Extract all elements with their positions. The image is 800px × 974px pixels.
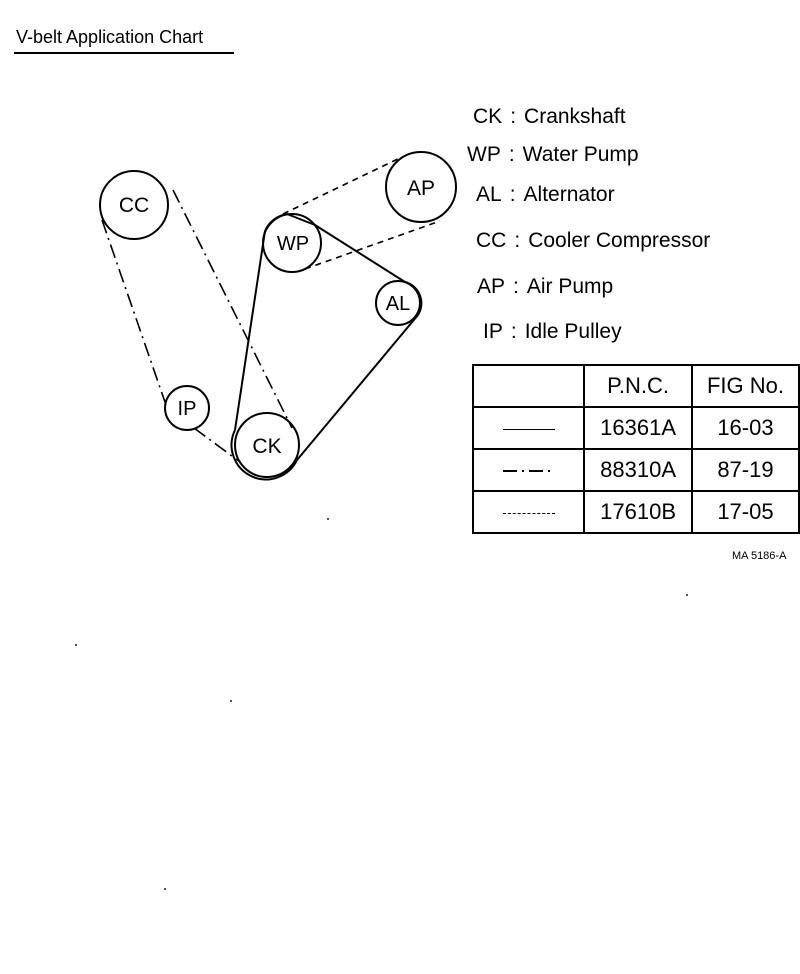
legend-name: Air Pump — [526, 275, 614, 298]
table-row: 16361A 16-03 — [471, 406, 800, 450]
belt-dashed — [282, 156, 441, 270]
scan-speck — [686, 594, 688, 596]
legend-item-ap: AP:Air Pump — [477, 275, 614, 298]
legend-abbr: CK — [473, 105, 503, 128]
label-ap: AP — [407, 177, 435, 200]
legend-item-cc: CC:Cooler Compressor — [476, 229, 711, 252]
legend-abbr: WP — [467, 143, 501, 166]
reference-code: MA 5186-A — [732, 550, 787, 562]
legend-item-ck: CK:Crankshaft — [473, 105, 626, 128]
label-ck: CK — [252, 435, 281, 458]
legend-abbr: AP — [477, 275, 506, 298]
dashdot-line-sample — [502, 470, 555, 473]
scan-speck — [230, 700, 232, 702]
label-wp: WP — [277, 233, 309, 255]
legend-item-wp: WP:Water Pump — [467, 143, 639, 166]
legend-item-al: AL:Alternator — [476, 183, 615, 206]
label-cc: CC — [119, 194, 149, 217]
fig-cell: 17-05 — [690, 490, 800, 534]
legend-name: Water Pump — [522, 143, 639, 166]
label-ip: IP — [178, 398, 197, 420]
legend-item-ip: IP:Idle Pulley — [483, 320, 622, 343]
scan-speck — [75, 644, 77, 646]
dashed-line-sample — [502, 512, 555, 514]
table-row: 17610B 17-05 — [471, 490, 800, 534]
fig-cell: 16-03 — [690, 406, 800, 450]
solid-line-sample — [502, 428, 555, 430]
legend-name: Alternator — [523, 183, 615, 206]
label-al: AL — [386, 293, 410, 315]
pulley-ck — [234, 412, 300, 478]
line-style-cell — [471, 406, 586, 450]
scan-speck — [164, 888, 166, 890]
pulley-al — [375, 280, 421, 326]
scan-speck — [327, 518, 329, 520]
legend-abbr: AL — [476, 183, 502, 206]
pulley-ap — [385, 151, 457, 223]
table-header-line — [471, 364, 586, 408]
title-underline — [14, 52, 234, 54]
pnc-cell: 17610B — [583, 490, 693, 534]
belt-table: P.N.C. FIG No. 16361A 16-03 88310A 87-19… — [471, 364, 800, 534]
table-header-fig: FIG No. — [690, 364, 800, 408]
belt-solid — [230, 213, 423, 481]
pnc-cell: 88310A — [583, 448, 693, 492]
legend-name: Crankshaft — [524, 105, 626, 128]
chart-title: V-belt Application Chart — [16, 27, 204, 47]
line-style-cell — [471, 448, 586, 492]
legend-name: Idle Pulley — [524, 320, 622, 343]
belt-dashdot — [101, 189, 293, 463]
legend-abbr: CC — [476, 229, 507, 252]
table-header-row: P.N.C. FIG No. — [471, 364, 800, 408]
table-row: 88310A 87-19 — [471, 448, 800, 492]
pulley-cc — [99, 170, 169, 240]
line-style-cell — [471, 490, 586, 534]
legend-abbr: IP — [483, 320, 503, 343]
pulley-ip — [164, 385, 210, 431]
legend-name: Cooler Compressor — [528, 229, 711, 252]
table-header-pnc: P.N.C. — [583, 364, 693, 408]
fig-cell: 87-19 — [690, 448, 800, 492]
pnc-cell: 16361A — [583, 406, 693, 450]
